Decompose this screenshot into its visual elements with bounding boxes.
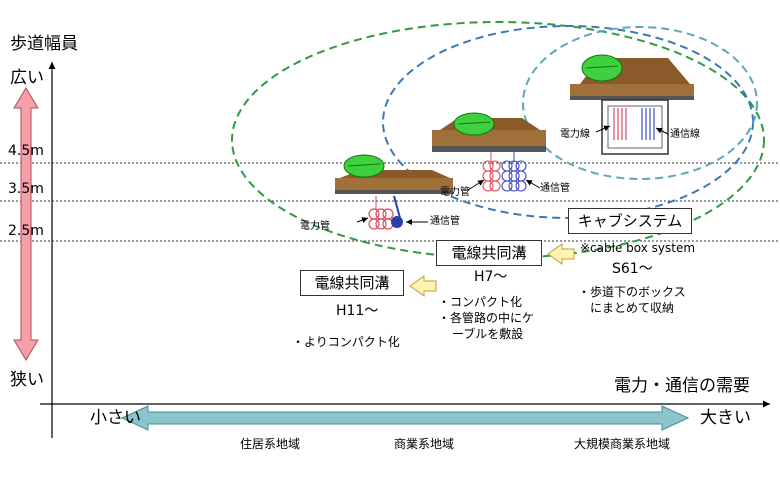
x-axis-label: 電力・通信の需要 [614, 376, 750, 396]
callout-arrow-2 [547, 243, 575, 265]
y-axis-top-label: 広い [10, 68, 44, 88]
system-cab-note-2: にまとめて収納 [590, 301, 675, 315]
level-label-45: 4.5m [8, 143, 44, 159]
region-commercial: 商業系地域 [394, 437, 455, 451]
system-h11-era: H11～ [336, 303, 379, 319]
demand-double-arrow [120, 405, 690, 431]
system-h7-note-1: ・コンパクト化 [438, 295, 523, 309]
system-h11-comm-label: 通信管 [430, 216, 460, 227]
illustration-h7 [432, 112, 546, 192]
system-h7-era: H7～ [474, 269, 508, 285]
system-h7-note-2: ・各管路の中にケ [438, 311, 535, 325]
system-h7-title: 電線共同溝 [436, 240, 542, 266]
x-axis-right-label: 大きい [700, 408, 751, 428]
system-cab-era: S61～ [612, 261, 653, 277]
system-h7-power-label: 電力管 [440, 187, 470, 198]
system-h11-title: 電線共同溝 [300, 270, 404, 296]
system-h11-power-label: 電力管 [300, 221, 330, 232]
system-h11-note-1: ・よりコンパクト化 [292, 335, 400, 349]
illustration-cab [570, 54, 694, 155]
ellipse-teal [522, 26, 758, 180]
system-h7-note-3: ーブルを敷設 [452, 327, 524, 341]
x-axis-left-label: 小さい [90, 408, 141, 428]
system-cab-note-1: ・歩道下のボックス [578, 285, 686, 299]
callout-arrow-1 [409, 275, 437, 297]
y-axis-label: 歩道幅員 [10, 34, 78, 54]
system-cab-title: キャブシステム [568, 208, 692, 234]
width-double-arrow [13, 87, 39, 361]
level-label-25: 2.5m [8, 223, 44, 239]
level-label-35: 3.5m [8, 181, 44, 197]
region-large-commercial: 大規模商業系地域 [574, 437, 671, 451]
system-cab-power-label: 電力線 [560, 129, 590, 140]
system-cab-comm-label: 通信線 [670, 129, 700, 140]
illustration-h11 [335, 154, 453, 230]
system-cab-subtitle: ※cable box system [580, 241, 696, 255]
system-h7-comm-label: 通信管 [540, 183, 570, 194]
region-residential: 住居系地域 [240, 437, 301, 451]
y-axis-bottom-label: 狭い [10, 370, 44, 390]
